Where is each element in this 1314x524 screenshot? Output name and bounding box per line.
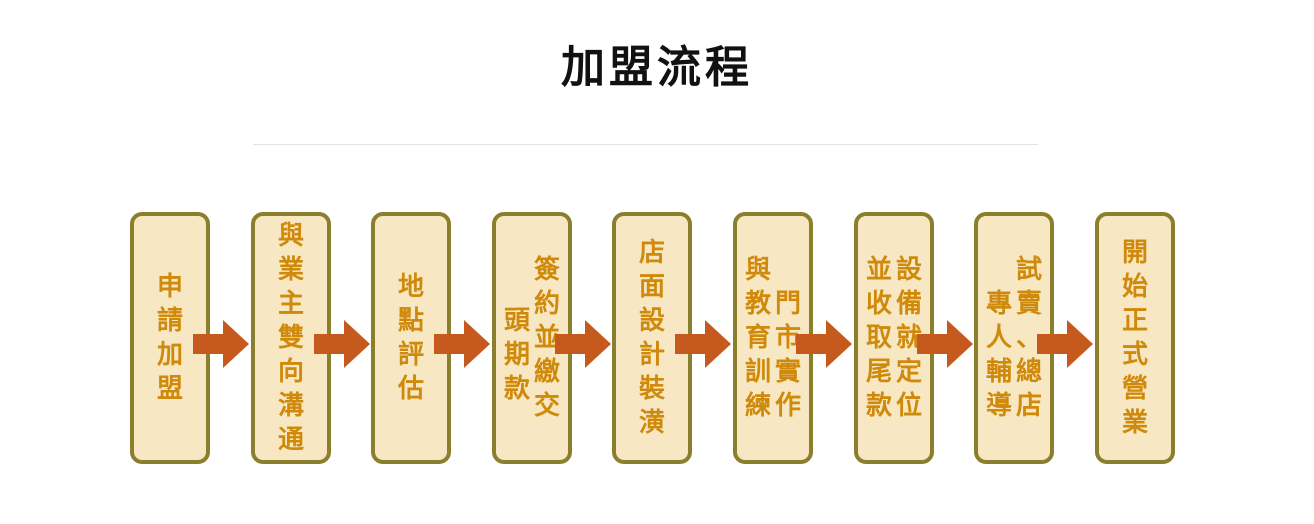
arrow-right-icon xyxy=(675,320,731,368)
step-9-line-1: 開始正式營業 xyxy=(1121,238,1148,438)
arrow-shape xyxy=(796,320,852,368)
step-5-line-1: 店面設計裝潢 xyxy=(638,238,665,438)
arrow-shape xyxy=(314,320,370,368)
arrow-right-icon xyxy=(1037,320,1093,368)
arrow-shape xyxy=(434,320,490,368)
step-8-line-2: 專人輔導 xyxy=(985,289,1012,421)
arrow-shape xyxy=(675,320,731,368)
page-title: 加盟流程 xyxy=(561,42,753,93)
arrow-shape xyxy=(1037,320,1093,368)
step-6: 門市實作與教育訓練 xyxy=(733,212,813,464)
step-1: 申請加盟 xyxy=(130,212,210,464)
step-6-line-1: 門市實作 xyxy=(775,289,802,421)
arrow-shape xyxy=(555,320,611,368)
step-9: 開始正式營業 xyxy=(1095,212,1175,464)
step-7-line-1: 設備就定位 xyxy=(896,255,923,421)
step-6-line-2: 與教育訓練 xyxy=(744,255,771,421)
arrow-shape xyxy=(193,320,249,368)
step-3-line-1: 地點評估 xyxy=(397,272,424,404)
step-1-line-1: 申請加盟 xyxy=(156,272,183,404)
step-7-line-2: 並收取尾款 xyxy=(865,255,892,421)
step-2-line-1: 與業主雙向溝通 xyxy=(277,221,304,455)
arrow-shape xyxy=(917,320,973,368)
arrow-right-icon xyxy=(917,320,973,368)
arrow-right-icon xyxy=(434,320,490,368)
arrow-right-icon xyxy=(555,320,611,368)
step-4-line-2: 頭期款 xyxy=(503,306,530,404)
arrow-right-icon xyxy=(193,320,249,368)
arrow-right-icon xyxy=(796,320,852,368)
arrow-right-icon xyxy=(314,320,370,368)
title-divider xyxy=(253,144,1038,145)
